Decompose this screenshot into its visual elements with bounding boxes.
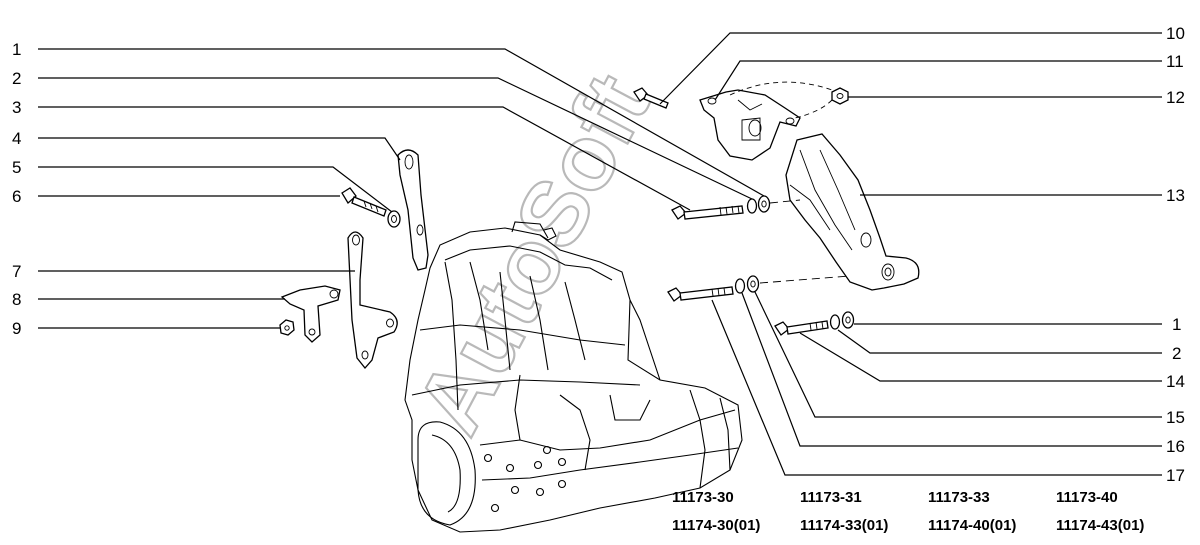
callout-label: 8 <box>12 290 21 309</box>
mount-cushion-part-11 <box>699 89 801 161</box>
callout-label: 3 <box>12 98 21 117</box>
washer-part-1-upper <box>757 195 771 213</box>
leader-lines <box>38 32 1162 476</box>
bracket-part-13 <box>785 133 920 291</box>
callout-label: 9 <box>12 319 21 338</box>
engine-bolt-pattern <box>483 445 567 513</box>
spring-washer-part-2-upper <box>746 198 758 214</box>
callout-label: 13 <box>1166 186 1185 205</box>
callout-label: 15 <box>1166 408 1185 427</box>
callout-label: 1 <box>12 40 21 59</box>
model-code: 11173-33 <box>928 489 990 506</box>
washer-part-5 <box>387 210 401 228</box>
nut-part-9 <box>279 319 295 336</box>
model-code: 11173-31 <box>800 489 862 506</box>
callout-label: 12 <box>1166 88 1185 107</box>
callout-label: 17 <box>1166 466 1185 485</box>
callout-label: 5 <box>12 158 21 177</box>
watermark-text: AutoSoft <box>398 59 670 450</box>
bolt-part-6 <box>341 187 387 217</box>
nut-part-12 <box>831 87 849 105</box>
washer-part-15 <box>746 275 760 293</box>
callout-label: 4 <box>12 129 21 148</box>
callout-label: 7 <box>12 262 21 281</box>
model-code: 11174-30(01) <box>672 517 760 534</box>
callout-label: 10 <box>1166 24 1185 43</box>
callouts-left: 1 2 3 4 5 6 7 8 9 <box>12 40 21 338</box>
bracket-part-4 <box>397 149 429 271</box>
callout-label: 16 <box>1166 437 1185 456</box>
washer-part-1-lower <box>841 311 855 329</box>
bracket-part-7 <box>347 231 398 370</box>
model-code: 11173-40 <box>1056 489 1118 506</box>
callout-label: 14 <box>1166 372 1185 391</box>
callout-label: 2 <box>12 69 21 88</box>
applicability-table: 11173-30 11174-30(01) 11173-31 11174-33(… <box>672 489 1144 534</box>
bracket-part-8 <box>280 285 341 343</box>
model-code: 11173-30 <box>672 489 734 506</box>
model-code: 11174-40(01) <box>928 517 1016 534</box>
callout-label: 2 <box>1172 344 1181 363</box>
callout-label: 11 <box>1166 52 1184 71</box>
bolt-part-17 <box>667 286 734 302</box>
model-code: 11174-33(01) <box>800 517 888 534</box>
bolt-part-14 <box>774 320 829 336</box>
callout-label: 6 <box>12 187 21 206</box>
bolt-part-3-upper <box>671 205 744 220</box>
callout-label: 1 <box>1172 315 1181 334</box>
engine-assembly <box>404 221 743 533</box>
bolt-part-10 <box>633 87 669 109</box>
spring-washer-part-16 <box>734 278 746 294</box>
callouts-right: 10 11 12 13 1 2 14 15 16 17 <box>1166 24 1185 485</box>
spring-washer-part-2-lower <box>829 314 841 330</box>
model-code: 11174-43(01) <box>1056 517 1144 534</box>
